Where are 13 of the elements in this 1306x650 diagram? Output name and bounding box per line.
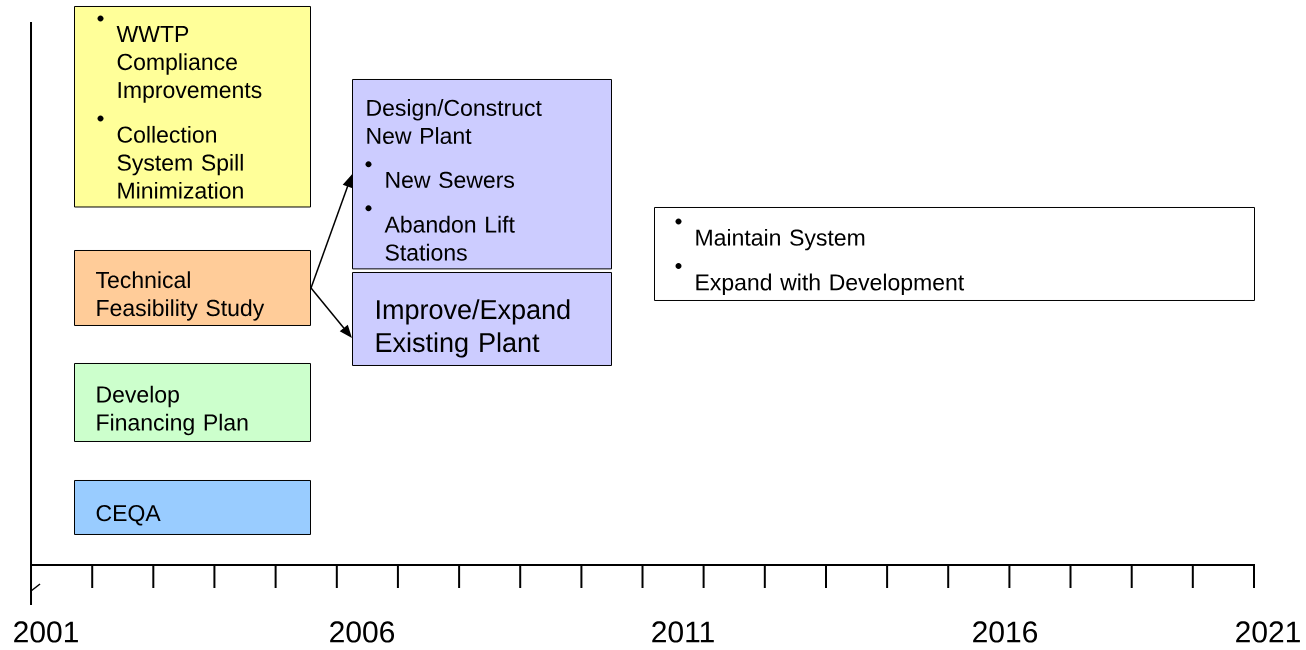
process-box: CEQA bbox=[74, 480, 311, 535]
arrow bbox=[310, 287, 352, 338]
process-box: WWTP Compliance Improvements Collection System Spill Minimization bbox=[74, 6, 311, 208]
process-box: Improve/Expand Existing Plant bbox=[352, 272, 612, 366]
year-label: 2006 bbox=[330, 621, 395, 643]
process-box: Technical Feasibility Study bbox=[74, 250, 311, 326]
year-label: 2001 bbox=[14, 621, 78, 643]
year-label: 2016 bbox=[973, 621, 1038, 643]
process-box: Design/Construct New Plant New Sewers Abandon Lift Stations bbox=[352, 79, 612, 270]
year-label: 2021 bbox=[1236, 621, 1300, 643]
process-box: Maintain System Expand with Development bbox=[654, 207, 1255, 301]
process-box: Develop Financing Plan bbox=[74, 363, 311, 442]
year-label: 2011 bbox=[652, 621, 714, 643]
